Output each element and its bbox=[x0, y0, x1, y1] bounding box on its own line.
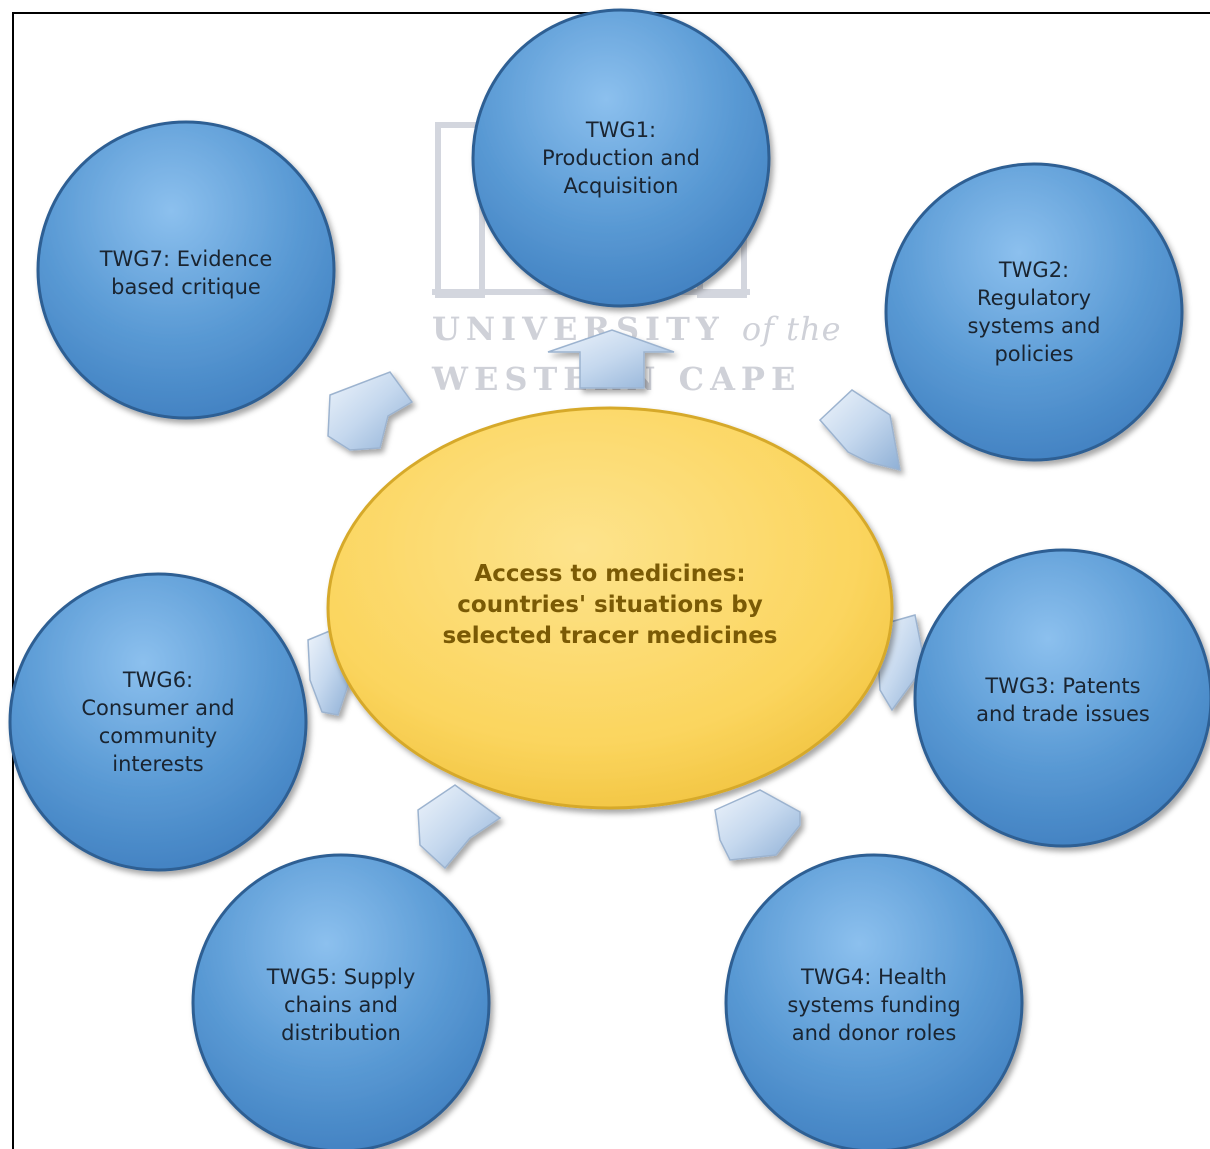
node-twg3-label: TWG3: Patents and trade issues bbox=[976, 674, 1150, 726]
node-twg4-circle bbox=[724, 853, 1024, 1149]
node-twg6-circle bbox=[8, 572, 308, 872]
arrow-to-twg7 bbox=[327, 371, 414, 451]
node-twg1-circle bbox=[471, 8, 771, 308]
node-twg7-circle bbox=[36, 120, 336, 420]
node-twg7-label: TWG7: Evidence based critique bbox=[99, 247, 273, 299]
node-twg5-circle bbox=[191, 853, 491, 1149]
arrow-to-twg1 bbox=[547, 329, 675, 389]
node-twg2-label: TWG2: Regulatory systems and policies bbox=[967, 258, 1101, 366]
node-twg6-label: TWG6: Consumer and community interests bbox=[81, 668, 235, 776]
node-twg3-circle bbox=[913, 548, 1210, 848]
arrow-to-twg4 bbox=[714, 789, 801, 861]
watermark-line1: UNIVERSITY of the bbox=[432, 310, 842, 348]
arrow-to-twg2 bbox=[818, 389, 901, 472]
node-twg4-label: TWG4: Health systems funding and donor r… bbox=[787, 965, 961, 1045]
node-twg1-label: TWG1: Production and Acquisition bbox=[542, 118, 700, 198]
node-twg5-label: TWG5: Supply chains and distribution bbox=[266, 965, 416, 1045]
node-twg2-circle bbox=[884, 162, 1184, 462]
arrow-to-twg5 bbox=[417, 784, 502, 870]
center-ellipse bbox=[326, 406, 894, 810]
center-title: Access to medicines: countries' situatio… bbox=[442, 560, 778, 649]
